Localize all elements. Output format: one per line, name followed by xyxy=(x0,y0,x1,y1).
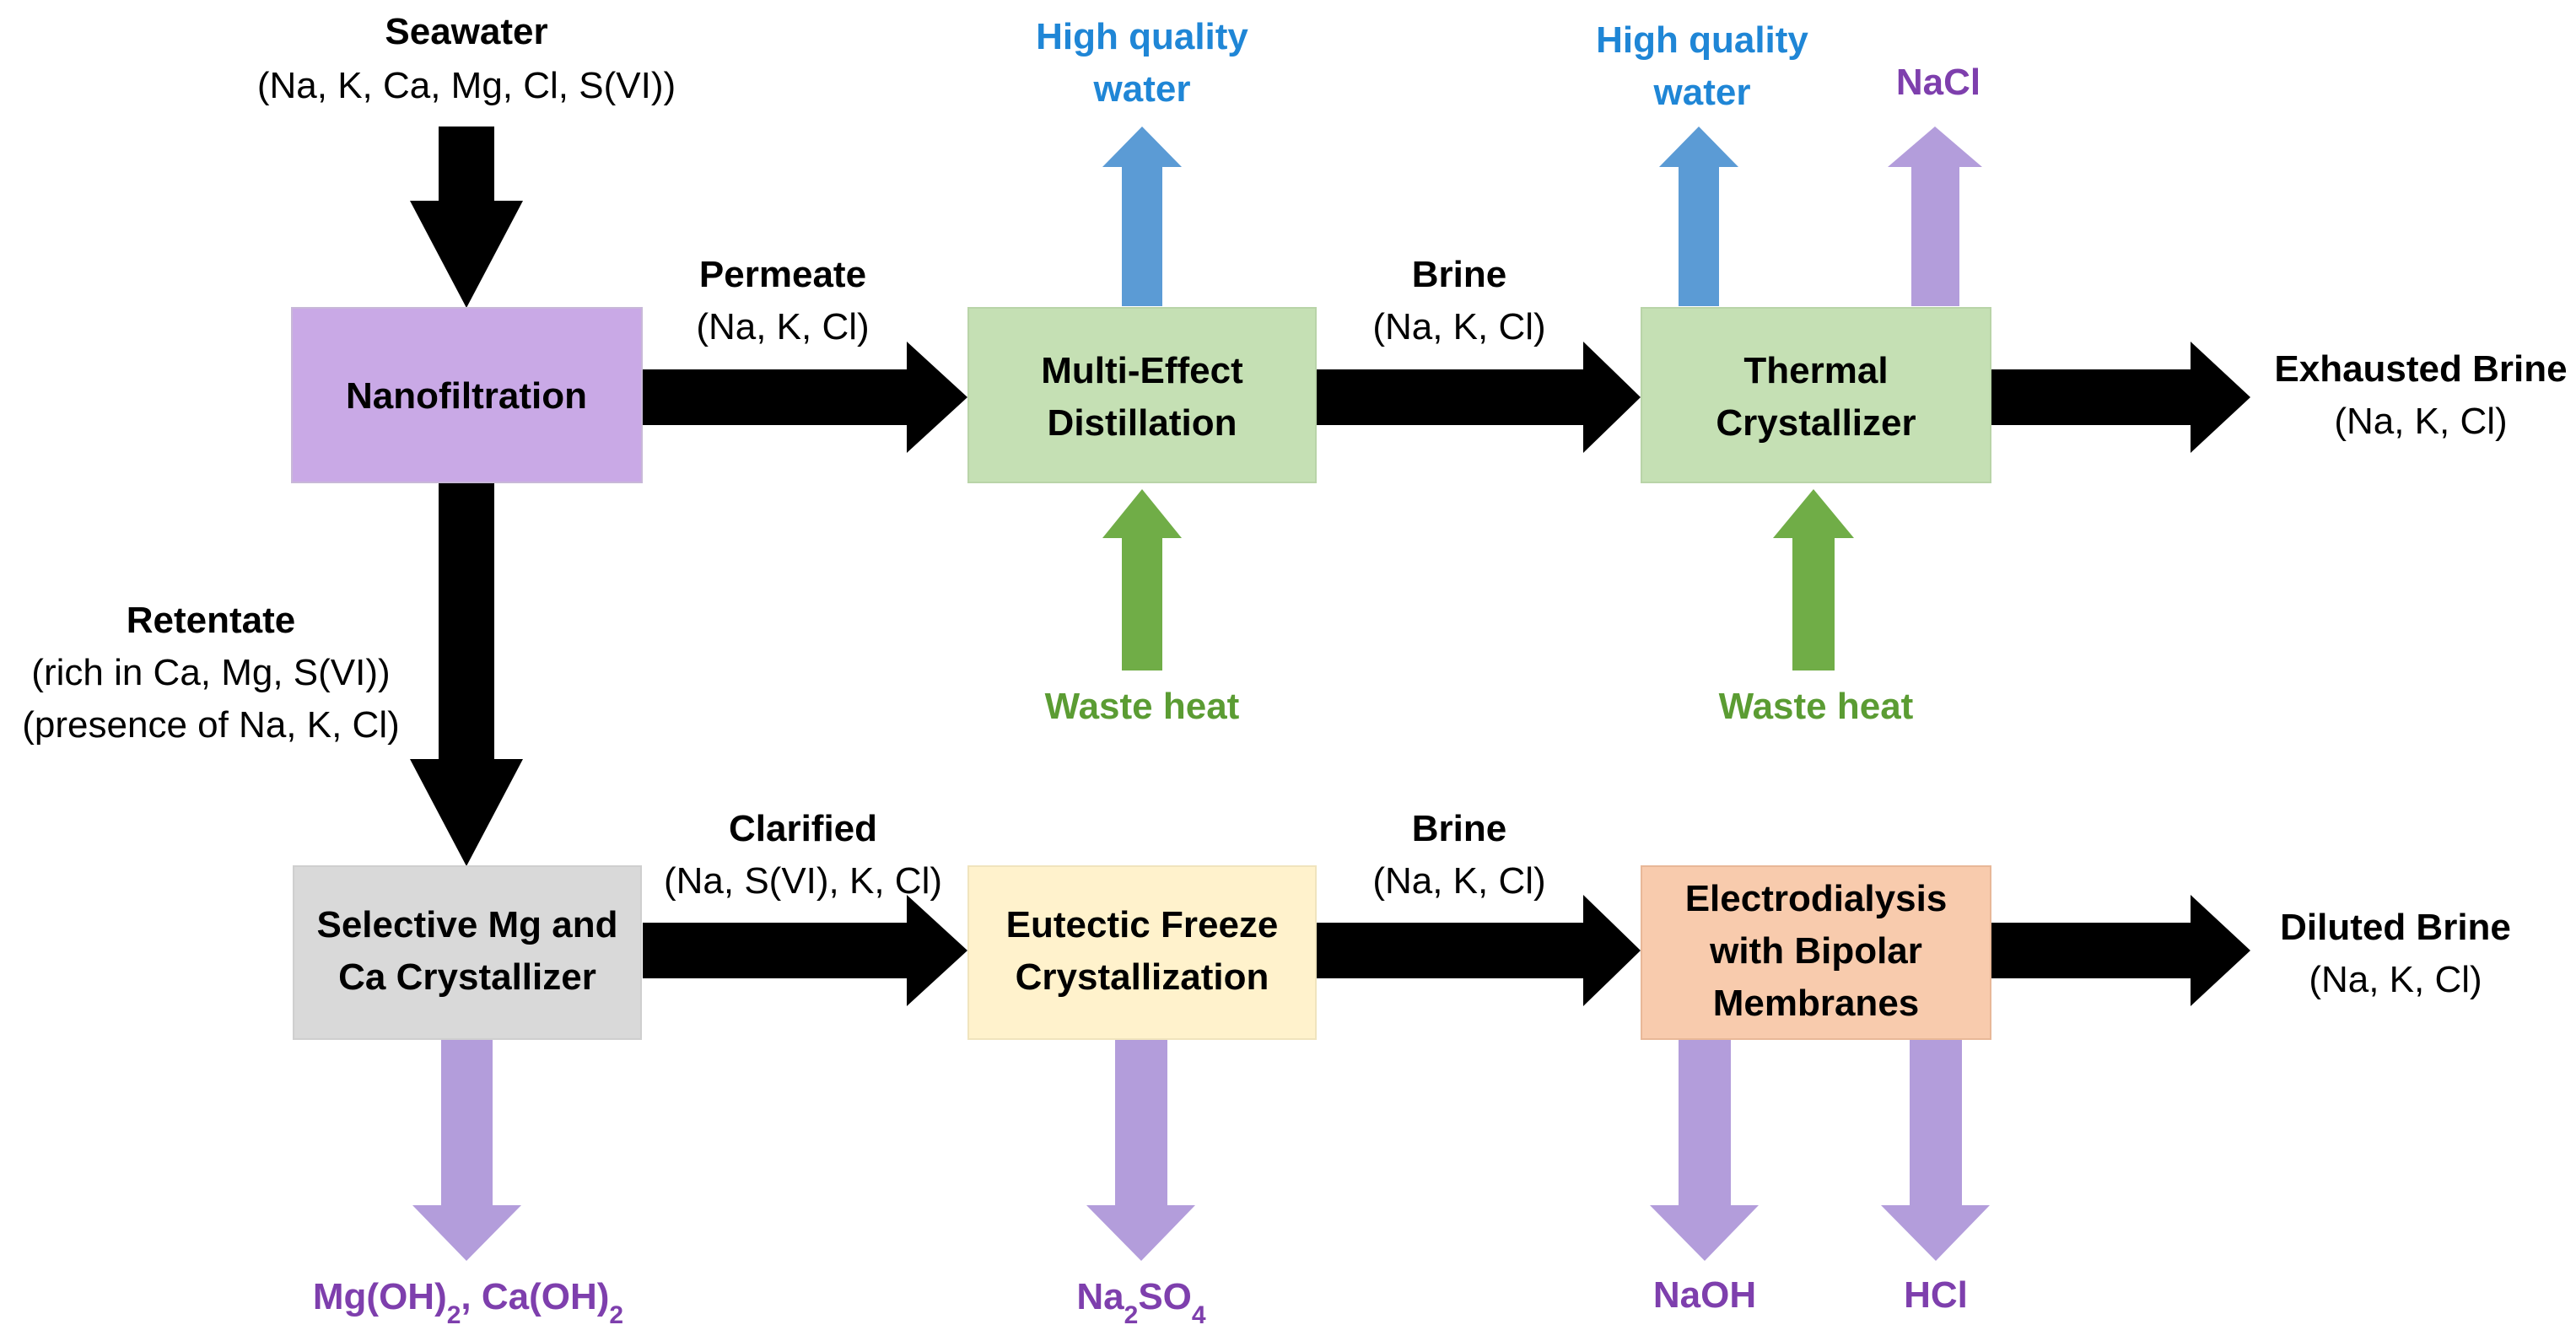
mgoh-part-1: Mg(OH) xyxy=(313,1276,447,1317)
arrow-high-quality-water-1 xyxy=(1102,127,1182,306)
electrodialysis-label-line-3: Membranes xyxy=(1713,983,1920,1024)
na2so4-sub-2: 4 xyxy=(1192,1301,1206,1329)
arrow-naoh xyxy=(1650,1039,1759,1261)
nanofiltration-label: Nanofiltration xyxy=(346,375,587,417)
waste-heat-1-label: Waste heat xyxy=(1045,686,1240,727)
eutectic-label-line-1: Eutectic Freeze xyxy=(1006,904,1279,945)
mgoh-sub-1: 2 xyxy=(447,1301,461,1329)
high-quality-water-1-line-1: High quality xyxy=(1036,16,1248,57)
selective-label-line-1: Selective Mg and xyxy=(316,904,617,945)
arrow-na2so4 xyxy=(1086,1039,1195,1261)
seawater-title: Seawater xyxy=(385,11,547,52)
thermal-box xyxy=(1641,307,1991,483)
electrodialysis-label-line-2: with Bipolar xyxy=(1709,930,1922,972)
na2so4-part-2: SO xyxy=(1138,1276,1192,1317)
arrow-high-quality-water-2 xyxy=(1659,127,1738,306)
distillation-box xyxy=(967,307,1317,483)
thermal-label-line-1: Thermal xyxy=(1743,350,1888,391)
exhausted-brine-ions: (Na, K, Cl) xyxy=(2334,401,2507,442)
node-eutectic-freeze: Eutectic Freeze Crystallization xyxy=(967,865,1317,1040)
node-selective-crystallizer: Selective Mg and Ca Crystallizer xyxy=(293,865,642,1040)
node-multi-effect-distillation: Multi-Effect Distillation xyxy=(967,307,1317,483)
electrodialysis-box xyxy=(1641,865,1991,1040)
mgoh-sub-2: 2 xyxy=(609,1301,623,1329)
arrow-diluted-brine xyxy=(1991,895,2250,1006)
retentate-line-2: (presence of Na, K, Cl) xyxy=(22,704,400,746)
arrow-brine-bottom xyxy=(1316,895,1641,1006)
high-quality-water-2-line-1: High quality xyxy=(1596,19,1808,61)
exhausted-brine-title: Exhausted Brine xyxy=(2274,348,2567,390)
arrow-brine-top xyxy=(1316,342,1641,453)
node-nanofiltration: Nanofiltration xyxy=(291,307,643,483)
distillation-label-line-2: Distillation xyxy=(1048,402,1237,444)
arrow-waste-heat-1 xyxy=(1102,489,1182,670)
diluted-brine-ions: (Na, K, Cl) xyxy=(2309,959,2482,1000)
clarified-title: Clarified xyxy=(729,808,877,849)
retentate-title: Retentate xyxy=(127,600,296,641)
retentate-line-1: (rich in Ca, Mg, S(VI)) xyxy=(31,652,390,693)
mgoh-part-2: , Ca(OH) xyxy=(461,1276,609,1317)
brine-bottom-ions: (Na, K, Cl) xyxy=(1372,860,1545,902)
permeate-ions: (Na, K, Cl) xyxy=(696,306,869,347)
electrodialysis-label-line-1: Electrodialysis xyxy=(1685,878,1948,919)
selective-box xyxy=(293,865,642,1040)
naoh-label: NaOH xyxy=(1653,1274,1756,1316)
arrow-permeate xyxy=(643,342,967,453)
diluted-brine-title: Diluted Brine xyxy=(2280,907,2511,948)
arrow-nacl xyxy=(1888,127,1982,306)
node-electrodialysis: Electrodialysis with Bipolar Membranes xyxy=(1641,865,1991,1040)
nacl-label: NaCl xyxy=(1896,62,1981,103)
mg-ca-hydroxides-label: Mg(OH)2, Ca(OH)2 xyxy=(313,1276,623,1329)
high-quality-water-2-line-2: water xyxy=(1653,72,1751,113)
seawater-ions: (Na, K, Ca, Mg, Cl, S(VI)) xyxy=(257,65,676,106)
permeate-title: Permeate xyxy=(699,254,866,295)
arrow-clarified xyxy=(643,895,967,1006)
distillation-label-line-1: Multi-Effect xyxy=(1041,350,1243,391)
arrow-exhausted-brine xyxy=(1991,342,2250,453)
arrow-retentate-to-selective xyxy=(410,482,523,866)
thermal-label-line-2: Crystallizer xyxy=(1716,402,1916,444)
na2so4-sub-1: 2 xyxy=(1124,1301,1139,1329)
arrow-seawater-to-nanofiltration xyxy=(410,127,523,308)
brine-top-title: Brine xyxy=(1412,254,1506,295)
na2so4-part-1: Na xyxy=(1076,1276,1124,1317)
waste-heat-2-label: Waste heat xyxy=(1719,686,1914,727)
hcl-label: HCl xyxy=(1904,1274,1968,1316)
brine-top-ions: (Na, K, Cl) xyxy=(1372,306,1545,347)
arrow-hcl xyxy=(1881,1039,1990,1261)
brine-bottom-title: Brine xyxy=(1412,808,1506,849)
high-quality-water-1-line-2: water xyxy=(1093,68,1191,110)
node-thermal-crystallizer: Thermal Crystallizer xyxy=(1641,307,1991,483)
selective-label-line-2: Ca Crystallizer xyxy=(338,956,596,998)
eutectic-box xyxy=(967,865,1317,1040)
na2so4-label: Na2SO4 xyxy=(1076,1276,1206,1329)
clarified-ions: (Na, S(VI), K, Cl) xyxy=(664,860,942,902)
nanofiltration-box xyxy=(291,307,643,483)
arrow-waste-heat-2 xyxy=(1773,489,1854,670)
eutectic-label-line-2: Crystallization xyxy=(1016,956,1269,998)
arrow-mg-ca-hydroxides xyxy=(412,1039,521,1261)
